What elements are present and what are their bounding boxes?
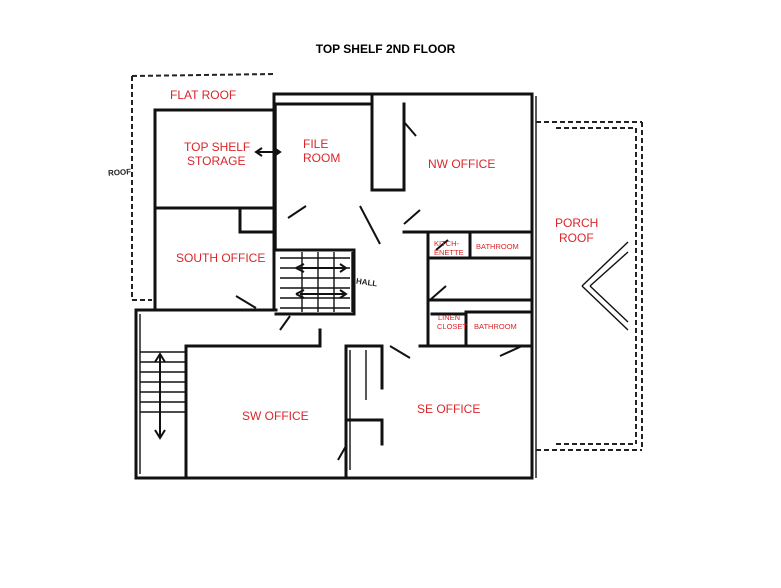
file-room-label-line2: ROOM bbox=[303, 151, 341, 165]
flat-roof-label: FLAT ROOF bbox=[170, 88, 237, 102]
nw-office-label: NW OFFICE bbox=[428, 157, 496, 171]
porch-roof-label-line2: ROOF bbox=[559, 231, 594, 245]
hall-stairs bbox=[280, 252, 350, 312]
file-room-label-line1: FILE bbox=[303, 137, 329, 151]
exterior-stairs bbox=[140, 351, 186, 440]
south-office-label: SOUTH OFFICE bbox=[176, 251, 266, 265]
storage-label-line2: STORAGE bbox=[187, 154, 246, 168]
kitchenette-label-line2: ENETTE bbox=[434, 248, 464, 257]
door-swings bbox=[235, 121, 523, 461]
thin-lines bbox=[139, 96, 537, 478]
kitchenette-label-line1: KITCH- bbox=[434, 239, 459, 248]
roof-note: ROOF bbox=[107, 167, 132, 178]
sw-office-label: SW OFFICE bbox=[242, 409, 309, 423]
linen-closet-label-line2: CLOSET bbox=[437, 322, 468, 331]
bathroom-upper-label: BATHROOM bbox=[476, 242, 519, 251]
se-office-label: SE OFFICE bbox=[417, 402, 481, 416]
storage-arrow bbox=[254, 147, 282, 157]
porch-roof-outline bbox=[536, 121, 643, 451]
interior-walls bbox=[153, 92, 534, 480]
porch-roof-label-line1: PORCH bbox=[555, 216, 599, 230]
linen-closet-label-line1: LINEN bbox=[438, 313, 461, 322]
storage-label-line1: TOP SHELF bbox=[184, 140, 251, 154]
bathroom-lower-label: BATHROOM bbox=[474, 322, 517, 331]
flat-roof-outline bbox=[131, 73, 275, 301]
page-title: TOP SHELF 2ND FLOOR bbox=[315, 42, 456, 56]
